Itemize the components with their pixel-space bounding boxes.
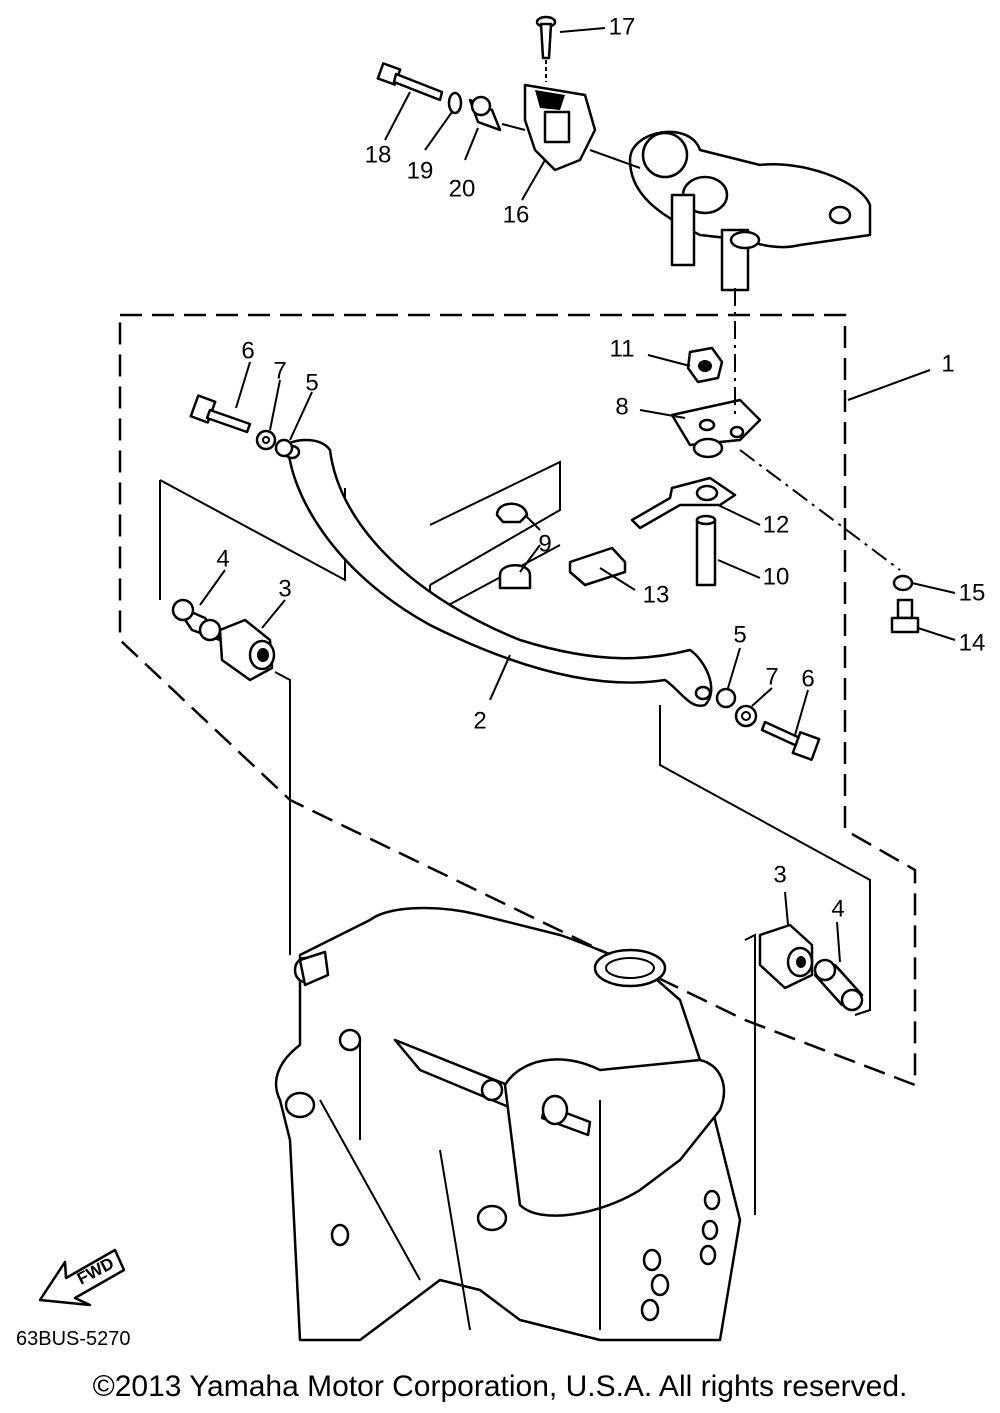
callout-13: 13 <box>643 581 670 608</box>
callout-19: 19 <box>407 157 434 184</box>
callout-4-right: 4 <box>831 895 844 922</box>
part-4-collar-left <box>171 598 222 642</box>
part-19-washer <box>447 91 463 115</box>
part-9-grommet-upper <box>495 502 529 524</box>
part-18-bolt <box>376 62 444 102</box>
callout-16: 16 <box>503 201 530 228</box>
callout-5-top: 5 <box>305 369 318 396</box>
sub-boundary-lower-left <box>274 671 291 955</box>
callout-6-top: 6 <box>241 337 254 364</box>
callout-15: 15 <box>959 579 986 606</box>
part-2-steering-link <box>283 438 713 708</box>
sub-boundary-lower-right <box>744 933 756 1215</box>
part-6-bolt-right <box>760 720 821 762</box>
part-6-bolt-left <box>189 394 252 434</box>
fwd-arrow-icon: FWD <box>38 1248 126 1307</box>
part-12-lever <box>630 437 737 530</box>
part-16-bracket <box>523 83 641 172</box>
part-11-nut <box>686 346 724 384</box>
copyright-notice: ©2013 Yamaha Motor Corporation, U.S.A. A… <box>92 1370 908 1403</box>
part-8-plate <box>670 398 762 447</box>
part-3-nut-left <box>218 618 276 682</box>
part-4-collar-right <box>813 958 864 1012</box>
callout-2: 2 <box>473 707 486 734</box>
callout-labels: 17 18 19 20 16 1 6 7 5 11 8 12 9 10 13 1… <box>216 13 985 922</box>
part-15-washer <box>892 574 914 592</box>
part-7-washer-left <box>255 429 277 451</box>
part-7-washer-right <box>734 704 758 728</box>
lower-swivel-bracket <box>274 906 742 1342</box>
center-dashdot-line <box>734 288 901 571</box>
callout-10: 10 <box>763 563 790 590</box>
callout-5-right: 5 <box>733 621 746 648</box>
steering-bracket-top <box>628 130 872 292</box>
part-14-bolt <box>890 598 920 634</box>
callout-4-left: 4 <box>216 545 229 572</box>
callout-18: 18 <box>365 141 392 168</box>
callout-7-right: 7 <box>765 663 778 690</box>
leader-lines <box>199 27 956 963</box>
callout-14: 14 <box>959 629 986 656</box>
part-9-grommet-lower <box>498 564 532 590</box>
part-10-stud <box>695 514 717 587</box>
part-5-bush-left <box>274 438 294 458</box>
callout-1: 1 <box>941 350 954 377</box>
callout-6-right: 6 <box>801 665 814 692</box>
callout-3-left: 3 <box>278 575 291 602</box>
callout-7-top: 7 <box>273 357 286 384</box>
part-20-collar <box>468 95 526 132</box>
callout-11: 11 <box>610 335 635 362</box>
part-17-screw <box>535 15 557 82</box>
callout-17: 17 <box>609 13 636 40</box>
sub-boundary-right <box>659 705 871 1016</box>
callout-8: 8 <box>615 393 628 420</box>
callout-9: 9 <box>538 530 551 557</box>
part-5-bush-right <box>715 687 737 709</box>
assembly-boundary <box>118 313 917 1087</box>
diagram-code: 63BUS-5270 <box>16 1328 131 1350</box>
callout-12: 12 <box>763 511 790 538</box>
part-3-nut-right <box>758 923 814 990</box>
callout-3-right: 3 <box>773 861 786 888</box>
callout-20: 20 <box>449 175 476 202</box>
